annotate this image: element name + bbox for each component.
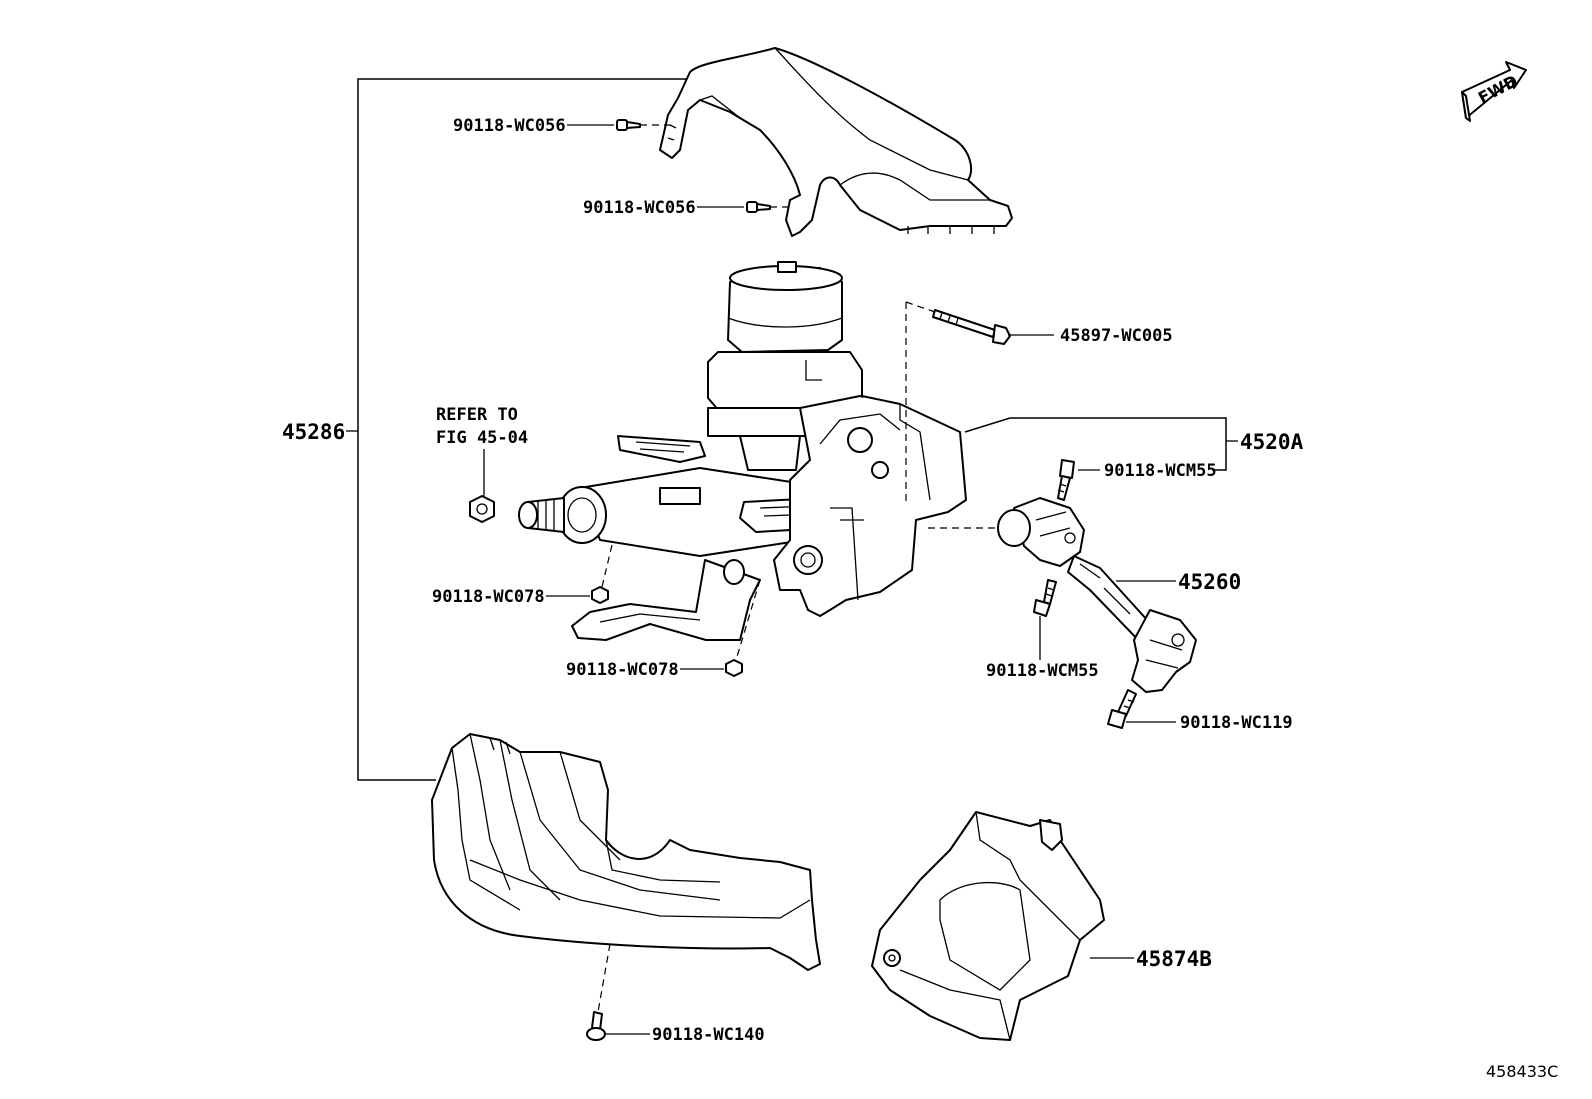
refer-note-line1: REFER TO <box>436 405 518 425</box>
fwd-arrow-icon: FWD <box>1461 61 1527 122</box>
callout-45286: 45286 <box>282 420 345 444</box>
screw-lower-icon <box>586 1011 606 1041</box>
callout-45260: 45260 <box>1178 570 1241 594</box>
upper-column-cover <box>659 47 1013 237</box>
refer-note-line2: FIG 45-04 <box>436 428 528 448</box>
callout-screw-upper-1: 90118-WC056 <box>453 116 566 136</box>
screw-upper-1-icon <box>616 119 672 131</box>
steering-column-assembly <box>518 261 967 641</box>
column-bolt-icon <box>905 301 1011 505</box>
nut-icon <box>469 495 495 523</box>
screw-upper-2-icon <box>746 201 794 213</box>
bolt-wcm55-lower-icon <box>1033 579 1057 617</box>
callout-4520a: 4520A <box>1240 430 1304 454</box>
callout-bolt-wcm55-upper: 90118-WCM55 <box>1104 461 1217 481</box>
nut-wc078-2-icon <box>725 579 761 677</box>
lower-column-cover <box>431 733 821 971</box>
callout-45874b: 45874B <box>1136 947 1212 971</box>
callout-screw-lower: 90118-WC140 <box>652 1025 765 1045</box>
column-assembly-bracket <box>964 417 1227 471</box>
nut-wc078-1-icon <box>591 544 613 604</box>
figure-id: 458433C <box>1486 1062 1558 1081</box>
bolt-wcm55-upper-icon <box>1057 459 1075 501</box>
bolt-wc119-icon <box>1107 689 1137 729</box>
callout-nut-wc078-2: 90118-WC078 <box>566 660 679 680</box>
intermediate-shaft <box>997 497 1197 693</box>
callout-nut-wc078-1: 90118-WC078 <box>432 587 545 607</box>
callout-column-bolt: 45897-WC005 <box>1060 326 1173 346</box>
cover-group-bracket <box>357 78 690 781</box>
callout-bolt-wc119: 90118-WC119 <box>1180 713 1293 733</box>
callout-screw-upper-2: 90118-WC056 <box>583 198 696 218</box>
lower-dash-cover <box>871 811 1105 1041</box>
callout-bolt-wcm55-lower: 90118-WCM55 <box>986 661 1099 681</box>
